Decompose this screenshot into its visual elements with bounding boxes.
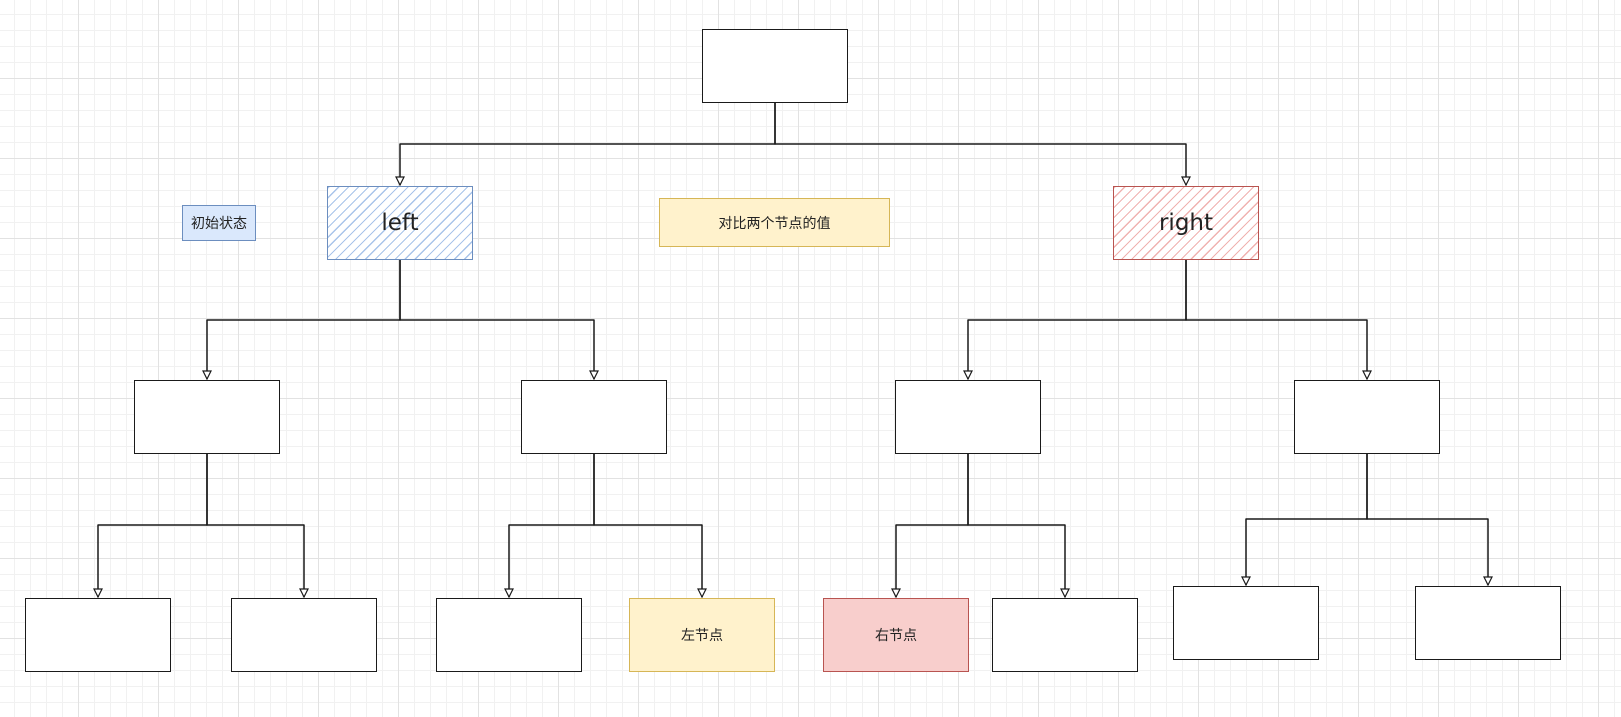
left-child-node-1[interactable] [134,380,280,454]
initial-state-note[interactable]: 初始状态 [182,205,256,241]
leaf-node-3[interactable] [436,598,582,672]
edge-r2-r2b [1366,454,1488,585]
left-child-node-2[interactable] [521,380,667,454]
left-node[interactable]: left [327,186,473,260]
right-compare-node[interactable]: 右节点 [823,598,969,672]
right-child-node-1[interactable] [895,380,1041,454]
compare-values-note[interactable]: 对比两个节点的值 [659,198,890,247]
edge-l2-l2b [593,454,702,597]
right-node[interactable]: right [1113,186,1259,260]
edge-right-r2 [1185,260,1367,379]
leaf-node-1[interactable] [25,598,171,672]
edge-l1-l1b [206,454,304,597]
leaf-node-6[interactable] [992,598,1138,672]
edge-root-right [774,103,1186,185]
left-compare-node[interactable]: 左节点 [629,598,775,672]
edge-r1-r1b [967,454,1065,597]
leaf-node-8[interactable] [1415,586,1561,660]
right-child-node-2[interactable] [1294,380,1440,454]
leaf-node-7[interactable] [1173,586,1319,660]
root-node[interactable] [702,29,848,103]
leaf-node-2[interactable] [231,598,377,672]
edge-left-l2 [399,260,594,379]
